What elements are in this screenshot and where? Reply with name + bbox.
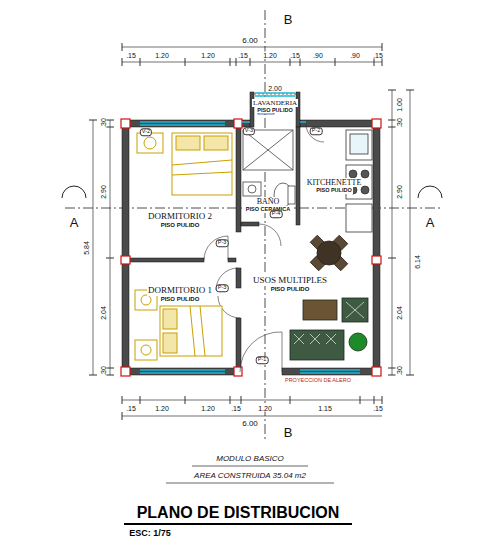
plan-note: MODULO BASICO [215,455,285,463]
dimension-text: .15 [372,52,384,59]
door-window-tag: P-1 [256,356,269,364]
door-window-tag: P-2 [310,127,323,135]
door-window-tag: P-3 [216,239,229,247]
door-window-tag: V-3 [243,127,255,135]
room-name: KITCHENETTE [306,178,363,187]
dimension-text: .15 [230,405,242,412]
dimension-text: 2.04 [396,305,403,321]
dimension-text: .15 [125,52,137,59]
dimension-text: 2.90 [100,184,107,200]
dining-set [310,235,348,271]
dimension-text: .30 [100,117,107,129]
dimension-text: .90 [312,52,324,59]
room-name: DORMITORIO 1 [147,285,213,295]
floor-finish: PISO PULIDO [256,107,293,113]
dimension-text: 1.20 [154,52,170,59]
floor-finish: PISO CERAMICA [245,206,291,212]
room-name: BAÑO [256,197,281,206]
dimension-text: 1.20 [154,405,170,412]
section-lines [65,10,440,442]
floor-finish: PISO PULIDO [270,286,311,293]
dimension-text: .30 [396,365,403,377]
plan-note: AREA CONSTRUIDA 35.04 m2 [193,472,307,480]
dimension-text: 2.04 [100,305,107,321]
floor-finish: PISO PULIDO [160,296,201,303]
dimension-text: 6.14 [414,254,421,270]
dimension-text: 2.00 [267,85,283,92]
walls [122,92,380,375]
section-mark: A [69,216,80,229]
dimension-text: 1.20 [200,405,216,412]
dimension-text: 1.20 [262,52,278,59]
dimension-text: .30 [396,117,403,129]
windows [140,93,360,373]
dimension-text: 6.00 [241,420,259,428]
title-underline [124,466,352,524]
dimension-text: 1.20 [200,52,216,59]
living-furniture [290,298,368,360]
dimension-text: 1.20 [257,405,273,412]
beds [135,133,232,360]
dimension-text: .15 [289,52,301,59]
door-window-tag: P-3 [216,284,229,292]
dimension-text: 1.15 [317,405,333,412]
bedroom-label: DORMITORIO 2PISO PULIDO [147,211,213,228]
scale-caption: ESC: 1/75 [129,528,171,538]
eave-note: PROYECCION DE ALERO [284,378,352,384]
section-mark: B [283,426,294,439]
room-name: DORMITORIO 2 [147,211,213,221]
dimension-text: .30 [100,365,107,377]
dimension-text: 5.84 [83,240,90,256]
laundry-room: LAVANDERIAPISO PULIDO [252,99,298,113]
door-window-tag: V-2 [140,128,152,136]
drawing-title: PLANO DE DISTRIBUCION [137,504,340,522]
dimension-text: 2.90 [396,184,403,200]
floor-finish: PISO PULIDO [315,187,352,193]
dimension-text: .15 [237,52,249,59]
bath-fixtures [243,100,295,207]
room-name: LAVANDERIA [252,99,298,107]
columns [121,119,381,376]
dimension-lines [93,47,410,416]
section-mark: B [283,13,294,26]
bath-label: BAÑOPISO CERAMICA [245,197,291,213]
dimension-text: .15 [125,405,137,412]
door-window-tag: P-4 [270,210,283,218]
floor-finish: PISO PULIDO [160,222,201,229]
room-name: USOS MULTIPLES [252,275,328,285]
living-label: USOS MULTIPLESPISO PULIDO [252,275,328,292]
dimension-text: .15 [372,405,384,412]
section-mark: A [425,216,436,229]
bedroom-label: DORMITORIO 1PISO PULIDO [147,285,213,302]
dimension-text: 1.00 [396,97,403,113]
kitchen-label: KITCHENETTEPISO PULIDO [306,178,363,194]
dimension-text: .90 [349,52,361,59]
dimension-text: 6.00 [241,37,259,45]
dimension-ticks [89,43,414,420]
